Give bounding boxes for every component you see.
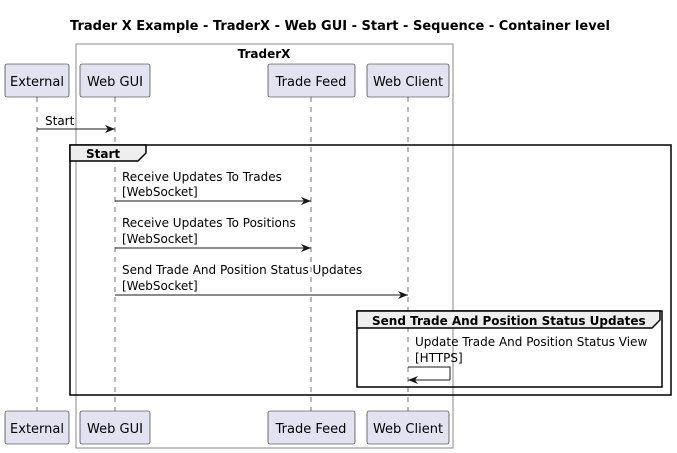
traderx-boundary-label: TraderX [238,47,292,61]
message-receive-updates-trades: Receive Updates To Trades [WebSocket] [115,170,311,205]
participant-trade-feed-bottom: Trade Feed [267,410,356,445]
svg-text:Start: Start [45,114,75,128]
group-send-trade-position-status-label: Send Trade And Position Status Updates [372,314,646,328]
svg-text:Trade Feed: Trade Feed [275,422,347,437]
svg-text:External: External [10,422,64,437]
group-send-trade-position-status: Send Trade And Position Status Updates [356,310,663,388]
svg-text:Receive Updates To Positions: Receive Updates To Positions [122,216,296,230]
svg-text:[WebSocket]: [WebSocket] [122,279,198,293]
participant-web-gui-top: Web GUI [79,63,151,98]
participant-external-bottom: External [4,410,70,445]
participant-web-client-bottom: Web Client [366,410,450,445]
svg-text:Trade Feed: Trade Feed [275,75,347,90]
svg-text:Update Trade And Position Stat: Update Trade And Position Status View [415,335,647,349]
svg-text:[HTTPS]: [HTTPS] [415,351,463,365]
message-send-trade-position-status: Send Trade And Position Status Updates [… [115,263,408,299]
group-start: Start [69,144,672,396]
svg-text:Web GUI: Web GUI [87,422,143,437]
svg-text:Web Client: Web Client [373,75,443,90]
svg-text:External: External [10,75,64,90]
svg-text:Receive Updates To Trades: Receive Updates To Trades [122,170,282,184]
message-start: Start [37,114,115,133]
svg-text:[WebSocket]: [WebSocket] [122,232,198,246]
message-update-status-view: Update Trade And Position Status View [H… [408,335,647,384]
group-start-label: Start [86,147,120,161]
participant-external-top: External [4,63,70,98]
traderx-boundary [75,43,454,449]
diagram-title: Trader X Example - TraderX - Web GUI - S… [70,19,610,34]
participant-web-gui-bottom: Web GUI [79,410,151,445]
svg-text:[WebSocket]: [WebSocket] [122,185,198,199]
participant-trade-feed-top: Trade Feed [267,63,356,98]
svg-text:Web Client: Web Client [373,422,443,437]
svg-text:Web GUI: Web GUI [87,75,143,90]
message-receive-updates-positions: Receive Updates To Positions [WebSocket] [115,216,311,252]
participant-web-client-top: Web Client [366,63,450,98]
svg-text:Send Trade And Position Status: Send Trade And Position Status Updates [122,263,362,277]
